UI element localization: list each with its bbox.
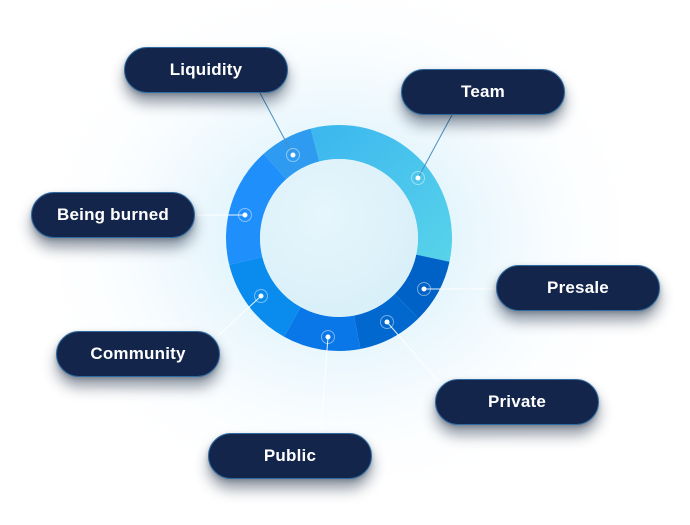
slice-community (229, 256, 301, 337)
marker-dot-being-burned (242, 212, 248, 218)
label-presale: Presale (496, 265, 660, 311)
connector-public (320, 336, 329, 431)
connector-liquidity (259, 92, 294, 156)
label-community: Community (56, 331, 220, 377)
marker-ring-liquidity (286, 148, 300, 162)
marker-ring-private (380, 315, 394, 329)
marker-ring-community (254, 289, 268, 303)
marker-ring-being-burned (238, 208, 252, 222)
marker-dot-liquidity (290, 152, 296, 158)
donut-slices (226, 125, 452, 351)
marker-dot-team (415, 175, 421, 181)
marker-dot-public (325, 334, 331, 340)
marker-dot-presale (421, 286, 427, 292)
marker-ring-presale (417, 282, 431, 296)
label-private: Private (435, 379, 599, 425)
connector-lines (195, 92, 496, 431)
slice-public (284, 307, 361, 351)
label-public: Public (208, 433, 372, 479)
connector-community (217, 295, 262, 337)
marker-dot-community (258, 293, 264, 299)
slice-team (310, 125, 452, 262)
slice-being-burned (226, 153, 287, 265)
donut-hole (260, 159, 418, 317)
marker-ring-public (321, 330, 335, 344)
slice-presale (394, 254, 450, 319)
label-being-burned: Being burned (31, 192, 195, 238)
marker-ring-team (411, 171, 425, 185)
label-team: Team (401, 69, 565, 115)
connector-team (417, 114, 453, 179)
marker-dot-private (384, 319, 390, 325)
connector-private (386, 321, 439, 382)
label-liquidity: Liquidity (124, 47, 288, 93)
